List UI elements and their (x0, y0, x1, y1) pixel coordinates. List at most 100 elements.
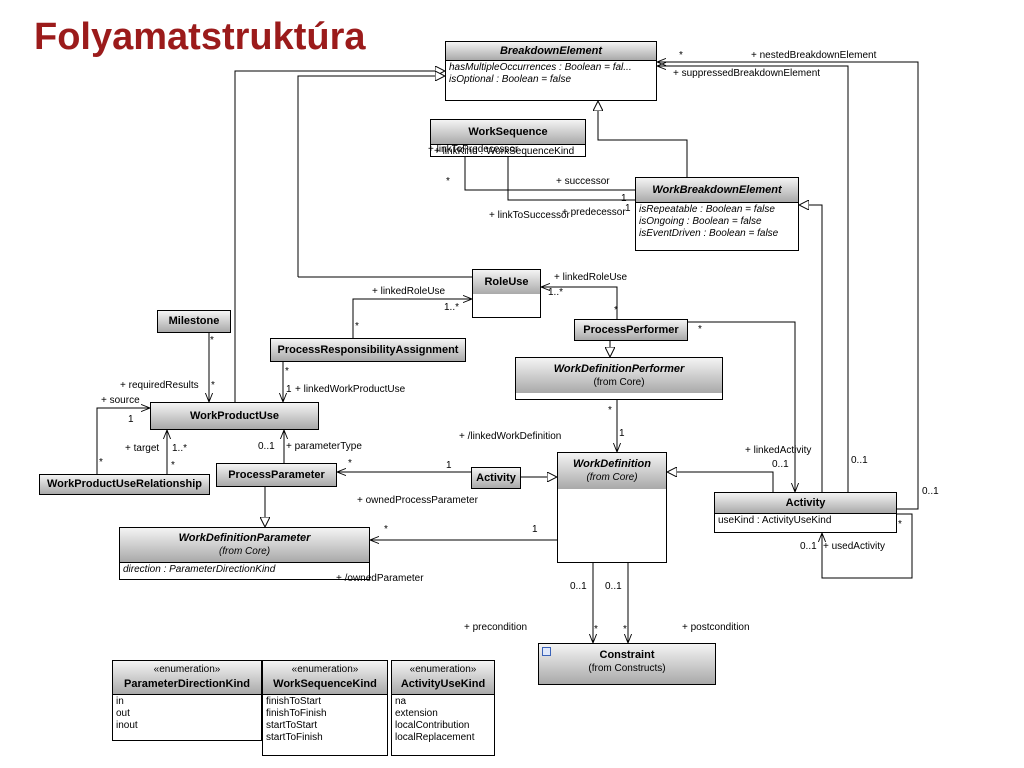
assoc-multiplicity: 0..1 (851, 455, 868, 466)
assoc-role-label: + postcondition (682, 622, 750, 633)
assoc-multiplicity: 1..* (444, 302, 460, 313)
enum-activity-use-kind[interactable]: «enumeration» ActivityUseKind na extensi… (391, 660, 495, 756)
class-attribute: useKind : ActivityUseKind (718, 515, 832, 526)
assoc-multiplicity: 0..1 (258, 441, 275, 452)
class-origin: (from Constructs) (588, 663, 666, 674)
assoc-role-label: + ownedProcessParameter (357, 495, 478, 506)
class-name: Constraint (from Constructs) (539, 644, 715, 684)
assoc-multiplicity: 0..1 (800, 541, 817, 552)
enum-stereotype: «enumeration» (153, 664, 221, 675)
enum-literal: startToStart (266, 720, 318, 731)
activity-small-class[interactable]: Activity (471, 467, 521, 489)
breakdown-element-class[interactable]: BreakdownElement hasMultipleOccurrences … (445, 41, 657, 101)
enum-literal: finishToFinish (266, 708, 327, 719)
work-product-use-relationship-class[interactable]: WorkProductUseRelationship (39, 474, 210, 495)
enum-name: ActivityUseKind (400, 678, 486, 690)
enum-literal: finishToStart (266, 696, 322, 707)
process-performer-class[interactable]: ProcessPerformer (574, 319, 688, 341)
assoc-role-label: + linkedWorkProductUse (295, 384, 406, 395)
constraint-icon (542, 647, 551, 656)
assoc-multiplicity: * (608, 405, 612, 416)
role-use-class[interactable]: RoleUse (472, 269, 541, 318)
class-name: WorkDefinitionPerformer (from Core) (516, 358, 722, 393)
assoc-multiplicity: * (171, 460, 175, 471)
class-name-text: WorkDefinitionParameter (178, 532, 311, 544)
assoc-multiplicity: * (698, 324, 702, 335)
assoc-role-label: + /linkedWorkDefinition (459, 431, 562, 442)
slide-title: Folyamatstruktúra (34, 16, 366, 58)
assoc-multiplicity: 1 (532, 524, 538, 535)
assoc-multiplicity: 1 (625, 203, 631, 214)
class-name: WorkProductUse (151, 403, 318, 429)
assoc-role-label: + linkToSuccessor (489, 210, 570, 221)
class-name: Milestone (158, 311, 230, 332)
assoc-multiplicity: 0..1 (772, 459, 789, 470)
assoc-role-label: + target (125, 443, 160, 454)
class-name: WorkProductUseRelationship (40, 475, 209, 494)
enum-work-sequence-kind[interactable]: «enumeration» WorkSequenceKind finishToS… (262, 660, 388, 756)
assoc-multiplicity: * (446, 176, 450, 187)
class-origin: (from Core) (586, 472, 638, 483)
assoc-multiplicity: 1 (128, 414, 134, 425)
milestone-class[interactable]: Milestone (157, 310, 231, 333)
enum-stereotype: «enumeration» (291, 664, 359, 675)
assoc-multiplicity: 0..1 (922, 486, 939, 497)
assoc-multiplicity: 1..* (548, 287, 564, 298)
class-name-text: Constraint (599, 649, 655, 661)
class-name: ProcessPerformer (575, 320, 687, 340)
class-name: WorkDefinition (from Core) (558, 453, 666, 489)
work-sequence-class[interactable]: WorkSequence + linkKind : WorkSequenceKi… (430, 119, 586, 157)
enum-header: «enumeration» ActivityUseKind (392, 661, 494, 694)
class-name: WorkDefinitionParameter (from Core) (120, 528, 369, 562)
class-attribute: isEventDriven : Boolean = false (639, 228, 779, 239)
assoc-multiplicity: * (348, 458, 352, 469)
work-product-use-class[interactable]: WorkProductUse (150, 402, 319, 430)
work-breakdown-element-class[interactable]: WorkBreakdownElement isRepeatable : Bool… (635, 177, 799, 251)
class-name: Activity (472, 468, 520, 488)
work-definition-performer-class[interactable]: WorkDefinitionPerformer (from Core) (515, 357, 723, 400)
class-attribute: + linkKind : WorkSequenceKind (434, 146, 575, 157)
assoc-multiplicity: 1 (621, 193, 627, 204)
assoc-role-label: + requiredResults (120, 380, 199, 391)
enum-literal: localContribution (395, 720, 470, 731)
assoc-role-label: + precondition (464, 622, 528, 633)
assoc-role-label: + suppressedBreakdownElement (673, 68, 821, 79)
assoc-role-label: + parameterType (286, 441, 362, 452)
assoc-multiplicity: * (679, 50, 683, 61)
enum-literal: na (395, 696, 407, 707)
class-attribute: hasMultipleOccurrences : Boolean = fal..… (449, 62, 632, 73)
enum-literal: startToFinish (266, 732, 323, 743)
enum-name: ParameterDirectionKind (124, 678, 250, 690)
enum-parameter-direction-kind[interactable]: «enumeration» ParameterDirectionKind in … (112, 660, 262, 741)
assoc-role-label: + linkedRoleUse (554, 272, 628, 283)
assoc-role-label: + successor (556, 176, 610, 187)
class-attribute: isOngoing : Boolean = false (639, 216, 762, 227)
enum-header: «enumeration» WorkSequenceKind (263, 661, 387, 694)
assoc-multiplicity: * (211, 380, 215, 391)
assoc-multiplicity: 1 (286, 384, 292, 395)
constraint-class[interactable]: Constraint (from Constructs) (538, 643, 716, 685)
assoc-multiplicity: 0..1 (570, 581, 587, 592)
enum-literal: inout (116, 720, 138, 731)
assoc-multiplicity: 1..* (172, 443, 188, 454)
enum-literal: out (116, 708, 130, 719)
assoc-multiplicity: * (614, 305, 618, 316)
assoc-multiplicity: * (623, 624, 627, 635)
work-definition-parameter-class[interactable]: WorkDefinitionParameter (from Core) dire… (119, 527, 370, 580)
assoc-role-label: + /ownedParameter (336, 573, 424, 584)
class-attribute: isOptional : Boolean = false (449, 74, 572, 85)
assoc-role-label: + predecessor (562, 207, 626, 218)
assoc-multiplicity: * (384, 524, 388, 535)
process-responsibility-assignment-class[interactable]: ProcessResponsibilityAssignment (270, 338, 466, 362)
assoc-role-label: + linkedActivity (745, 445, 812, 456)
class-name: RoleUse (473, 270, 540, 294)
assoc-multiplicity: 1 (619, 428, 625, 439)
assoc-multiplicity: * (355, 321, 359, 332)
assoc-multiplicity: 0..1 (605, 581, 622, 592)
activity-class[interactable]: Activity useKind : ActivityUseKind (714, 492, 897, 533)
work-definition-class[interactable]: WorkDefinition (from Core) (557, 452, 667, 563)
process-parameter-class[interactable]: ProcessParameter (216, 463, 337, 487)
assoc-role-label: + nestedBreakdownElement (751, 50, 877, 61)
assoc-multiplicity: * (285, 366, 289, 377)
